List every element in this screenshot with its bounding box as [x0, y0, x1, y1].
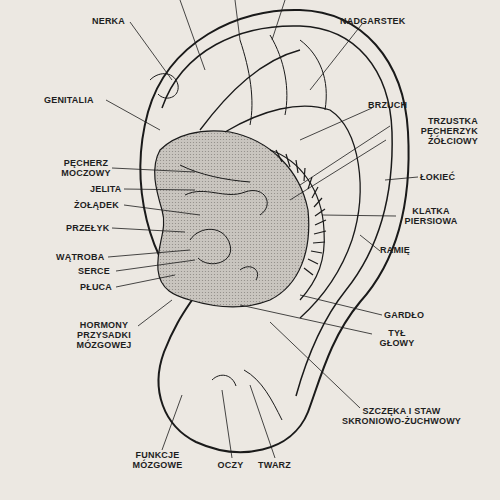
leader-lines [106, 0, 418, 458]
part-label: GARDŁO [384, 310, 429, 320]
part-label: JELITA [90, 184, 126, 194]
part-label: TYŁ GŁOWY [372, 328, 422, 348]
part-label: PŁUCA [80, 282, 120, 292]
part-label: RAMIĘ [380, 245, 420, 255]
part-label: GENITALIA [44, 95, 106, 105]
part-label: FUNKCJE MÓZGOWE [120, 450, 195, 470]
part-label: PĘCHERZ MOCZOWY [56, 158, 116, 178]
part-label: ŁOKIEĆ [420, 172, 470, 182]
antihelix [200, 50, 360, 318]
organ-sketch [180, 165, 267, 280]
part-label: NERKA [92, 16, 132, 26]
part-label: WĄTROBA [56, 252, 110, 262]
part-label: HORMONY PRZYSADKI MÓZGOWEJ [66, 320, 142, 350]
spine [270, 150, 326, 300]
part-label: PRZEŁYK [66, 223, 114, 233]
part-label: BRZUCH [368, 100, 413, 110]
part-label: TRZUSTKA PĘCHERZYK ŻÓŁCIOWY [388, 116, 478, 146]
part-label: SZCZĘKA I STAW SKRONIOWO-ŻUCHWOWY [334, 406, 469, 426]
part-label: TWARZ [252, 460, 297, 470]
ear-outline [141, 10, 409, 452]
part-label: SERCE [78, 266, 118, 276]
part-label: KLATKA PIERSIOWA [396, 206, 466, 226]
part-label: ŻOŁĄDEK [74, 200, 126, 210]
limb-sketch [150, 35, 326, 125]
part-label: NADGARSTEK [340, 16, 410, 26]
part-label: OCZY [208, 460, 253, 470]
